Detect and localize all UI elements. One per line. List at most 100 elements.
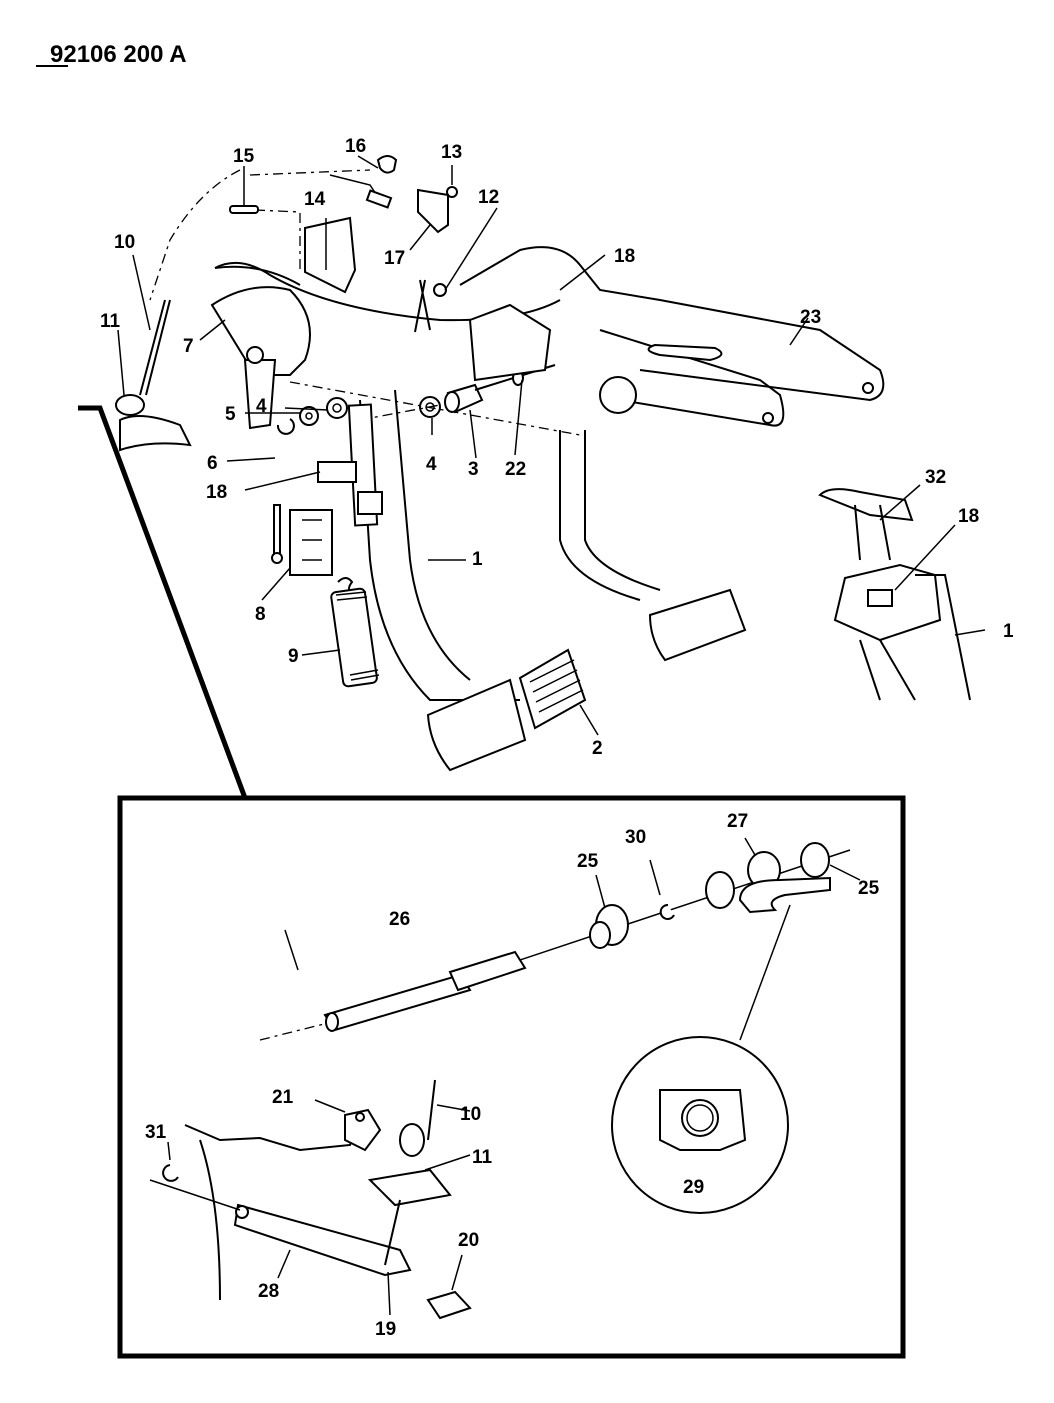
cable-routing-line	[149, 169, 241, 301]
figure-id: 92106 200 A	[50, 41, 187, 68]
callout-10-inset: 10	[460, 1104, 481, 1125]
dash-tube	[119, 415, 192, 452]
callout-19: 19	[375, 1319, 396, 1340]
brake-pedal-arm-edge	[584, 430, 661, 591]
switch-18-retainer	[357, 491, 383, 515]
quadrant-7	[210, 286, 311, 376]
bracket-hole-1	[862, 382, 874, 394]
assist-spring-9	[330, 587, 378, 688]
clip-30	[659, 903, 675, 920]
bushing-4a-hole	[332, 403, 342, 413]
clip-29-ring	[681, 1099, 719, 1137]
callout-23: 23	[800, 307, 821, 328]
inset-callouts: 10 11 19 20 21 25 25 26 27 28 29 30 31	[145, 811, 880, 1340]
pedal-support-curve	[199, 1139, 221, 1301]
brake-pedal-pad	[648, 588, 747, 662]
pedal-pad-ribs	[529, 659, 584, 713]
support-bracket-23	[459, 246, 885, 402]
retainer-20	[426, 1290, 472, 1320]
grommet-11-plate	[367, 1168, 452, 1207]
callout-21: 21	[272, 1087, 294, 1108]
rod-10	[427, 1079, 436, 1141]
support-arm-lower	[599, 329, 785, 427]
callout-2: 2	[592, 738, 603, 759]
axis-line	[289, 381, 581, 436]
main-leader-lines	[117, 155, 986, 736]
bracket-8	[289, 509, 333, 576]
cable-10	[139, 299, 166, 396]
callout-15: 15	[233, 146, 255, 167]
bracket-slot	[647, 343, 723, 362]
switch-18c	[867, 589, 893, 607]
inset-assembly	[149, 842, 851, 1320]
nut-13	[446, 186, 458, 198]
callout-7: 7	[183, 336, 194, 357]
shaft-26	[323, 973, 472, 1032]
quadrant-pivot	[246, 346, 264, 364]
main-assembly	[115, 155, 971, 772]
switch-bracket-14	[304, 216, 357, 294]
bracket-21-hole	[355, 1112, 365, 1122]
shaft-spline	[448, 950, 527, 992]
pedal-pad-2	[518, 648, 587, 730]
support-bracket-edge	[214, 265, 301, 286]
callout-32: 32	[925, 467, 946, 488]
callout-25a: 25	[577, 851, 599, 872]
brake-pedal-pivot	[599, 376, 638, 414]
lever-28-pivot	[235, 1205, 249, 1219]
clip-31	[162, 1164, 179, 1182]
inset-pointer	[78, 405, 248, 799]
pedal-support	[184, 1119, 361, 1152]
bushing	[705, 871, 735, 909]
callout-8: 8	[255, 604, 266, 625]
axis-line-2	[359, 404, 441, 421]
grommet-11-boot	[399, 1123, 425, 1157]
clutch-pedal-arm-edge	[394, 389, 471, 681]
bushing-4a	[326, 397, 348, 419]
main-callouts: 1 1 2 3 4 4 5 6 7 8 9 10 11 12 13 14 15 …	[100, 136, 1014, 759]
grommet-11	[115, 394, 145, 416]
callout-9: 9	[288, 646, 299, 667]
callout-14: 14	[304, 189, 326, 210]
cable-ferrule	[365, 189, 393, 209]
screw-15	[229, 205, 259, 214]
rod-19	[384, 1199, 401, 1266]
clip-31-axis	[149, 1179, 241, 1211]
callout-1: 1	[472, 549, 483, 570]
callout-22: 22	[505, 459, 526, 480]
callout-26: 26	[389, 909, 410, 930]
inset-leader-lines	[167, 837, 861, 1316]
clip-29-hook	[738, 876, 831, 914]
callout-11: 11	[100, 311, 121, 332]
callout-4a: 4	[256, 396, 267, 417]
bushing-25a-inner	[589, 921, 611, 949]
brake-pedal-arm	[559, 430, 641, 601]
part-12	[433, 283, 447, 297]
clip-16	[376, 155, 398, 174]
spring-coils	[335, 591, 380, 681]
callout-31: 31	[145, 1122, 167, 1143]
callout-11-inset: 11	[472, 1147, 493, 1168]
callout-5: 5	[225, 404, 236, 425]
callout-30: 30	[625, 827, 646, 848]
bracket-17	[417, 188, 449, 234]
clutch-pedal-pad	[426, 678, 527, 772]
pedal-arm-1b	[859, 574, 971, 701]
clip-29-ring-inner	[686, 1104, 714, 1132]
callout-12: 12	[478, 187, 499, 208]
lever-28	[233, 1203, 412, 1277]
callout-28: 28	[258, 1281, 279, 1302]
inset-frame	[117, 795, 906, 1359]
callout-4b: 4	[426, 454, 437, 475]
leader-dashed	[249, 169, 371, 176]
callout-29: 29	[683, 1177, 704, 1198]
callout-20: 20	[458, 1230, 479, 1251]
washer-5	[299, 406, 319, 426]
clip-29-detail	[659, 1089, 747, 1151]
cable-10-edge	[145, 299, 171, 396]
shaft-end	[325, 1012, 339, 1032]
leader-dashed	[254, 209, 301, 270]
switch-18a	[317, 461, 357, 483]
callout-3: 3	[468, 459, 479, 480]
